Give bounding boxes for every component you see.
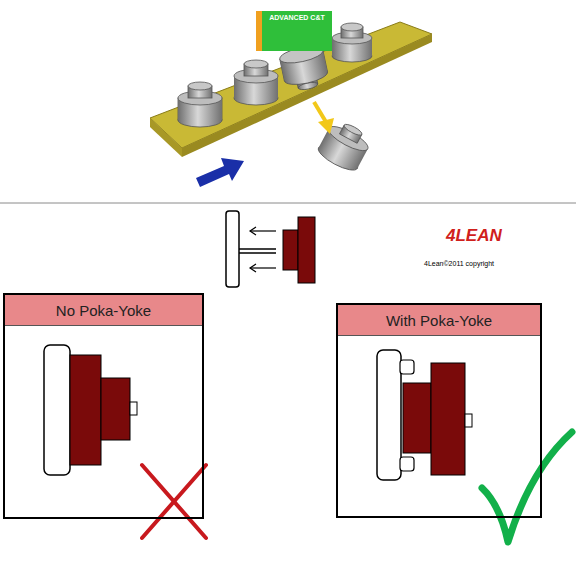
panel-box: With Poka-Yoke xyxy=(336,303,542,518)
wrong-fit-drawing xyxy=(44,345,137,475)
logo-text: 4LEAN xyxy=(446,226,502,246)
sign-text: ADVANCED C&T xyxy=(269,14,324,21)
sign-board: ADVANCED C&T xyxy=(256,11,332,51)
flow-arrow xyxy=(196,158,244,187)
cross-mark xyxy=(142,465,206,538)
separator-line xyxy=(0,203,576,204)
check-mark xyxy=(482,432,572,542)
reject-arrow xyxy=(314,102,334,134)
fixture-sketch xyxy=(226,211,315,287)
panel-heading: No Poka-Yoke xyxy=(5,295,202,326)
panel-heading: With Poka-Yoke xyxy=(338,305,540,336)
panel-box: No Poka-Yoke xyxy=(3,293,204,519)
copyright-text: 4Lean©2011 copyright xyxy=(424,260,494,267)
correct-fit-drawing xyxy=(377,350,472,480)
